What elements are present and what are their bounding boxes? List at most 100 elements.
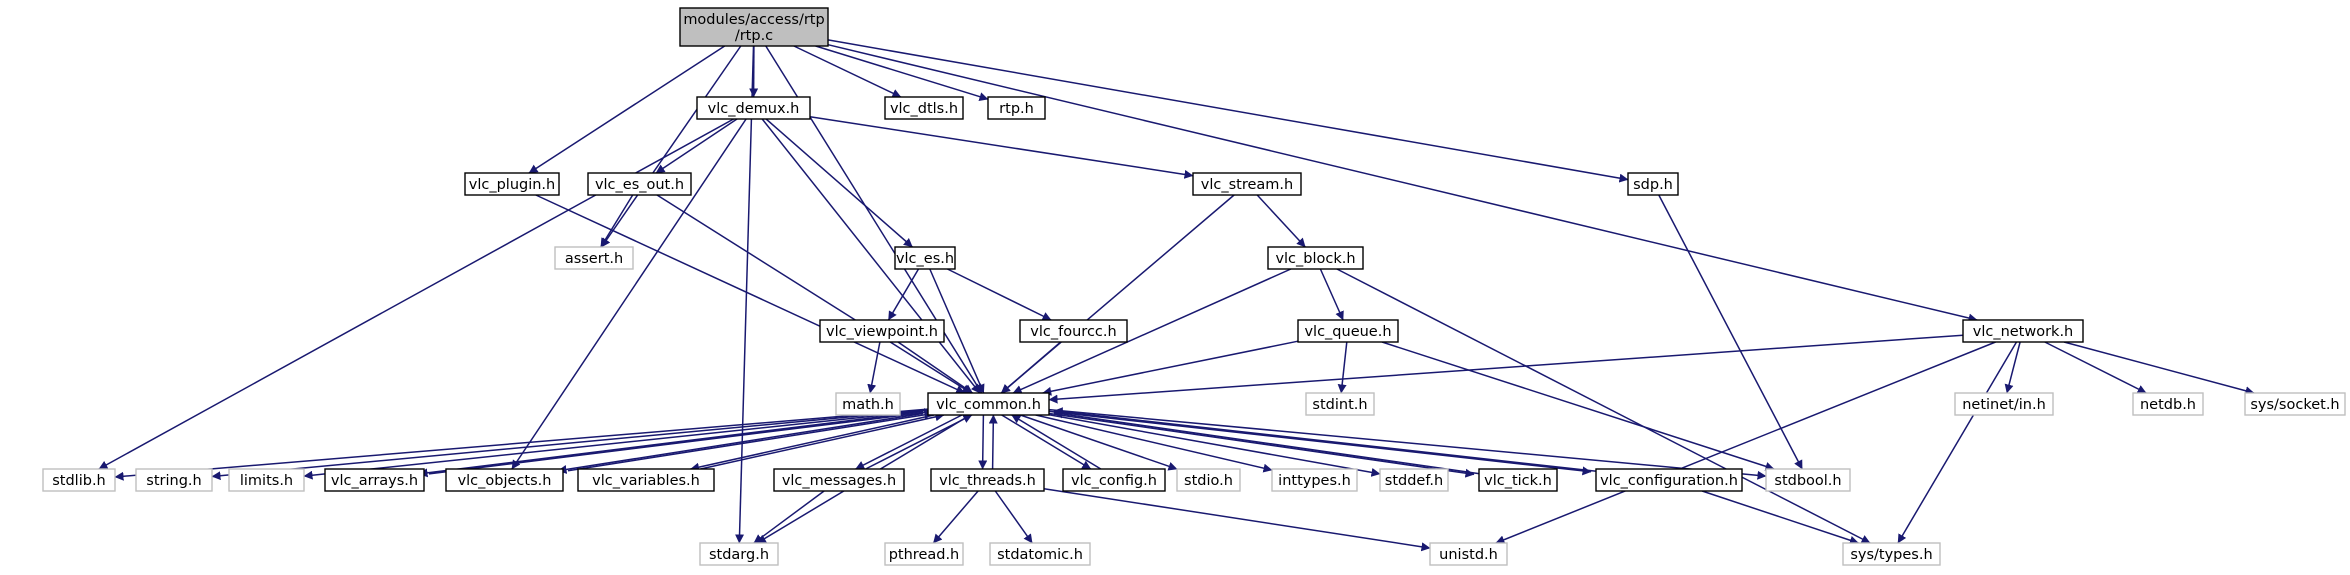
node-vlc_network[interactable]: vlc_network.h [1962, 319, 2084, 343]
node-assert: assert.h [554, 246, 634, 270]
node-vlc_configuration[interactable]: vlc_configuration.h [1595, 468, 1743, 492]
node-vlc_fourcc[interactable]: vlc_fourcc.h [1019, 319, 1128, 343]
node-vlc_config[interactable]: vlc_config.h [1062, 468, 1166, 492]
dependency-edge [557, 412, 924, 474]
node-box [699, 542, 779, 566]
edge-vlc_common-to-vlc_messages [855, 414, 963, 470]
dependency-edge [988, 414, 998, 470]
node-box [1954, 392, 2054, 416]
node-label: vlc_queue.h [1304, 324, 1391, 340]
dependency-edge [600, 45, 742, 248]
node-vlc_objects[interactable]: vlc_objects.h [445, 468, 564, 492]
dependency-edge [897, 341, 973, 394]
dependency-edge [1658, 194, 1803, 470]
node-label: stdlib.h [52, 473, 106, 489]
dependency-edge [1701, 490, 1859, 545]
edge-vlc_demux-to-vlc_objects [511, 118, 747, 470]
node-vlc_common[interactable]: vlc_common.h [927, 392, 1050, 416]
edge-vlc_threads-to-stdatomic [994, 490, 1033, 544]
dependency-edge [2004, 341, 2021, 394]
dependency-edge [1000, 341, 1062, 394]
edge-vlc_threads-to-pthread [932, 490, 979, 544]
node-vlc_block[interactable]: vlc_block.h [1267, 246, 1364, 270]
dependency-edge [1256, 194, 1306, 248]
edge-vlc_variables-to-vlc_common [700, 412, 945, 470]
node-vlc_tick[interactable]: vlc_tick.h [1478, 468, 1558, 492]
dependency-edge [765, 118, 913, 248]
edge-vlc_queue-to-stdbool [1381, 341, 1775, 471]
node-stdlib: stdlib.h [42, 468, 116, 492]
edge-vlc_common-to-stdio [1020, 414, 1178, 471]
node-vlc_es_out[interactable]: vlc_es_out.h [587, 172, 692, 196]
node-label: vlc_fourcc.h [1030, 324, 1116, 340]
node-inttypes: inttypes.h [1271, 468, 1358, 492]
dependency-edge [761, 118, 981, 394]
node-box [989, 542, 1091, 566]
node-vlc_plugin[interactable]: vlc_plugin.h [464, 172, 560, 196]
node-box [324, 468, 425, 492]
edge-vlc_demux-to-vlc_stream [809, 115, 1194, 179]
edge-vlc_es-to-vlc_fourcc [947, 268, 1052, 321]
node-vlc_viewpoint[interactable]: vlc_viewpoint.h [819, 319, 945, 343]
node-vlc_queue[interactable]: vlc_queue.h [1297, 319, 1399, 343]
dependency-edge [809, 115, 1194, 179]
node-label: stdint.h [1312, 397, 1367, 413]
node-vlc_arrays[interactable]: vlc_arrays.h [324, 468, 425, 492]
node-label: vlc_es_out.h [595, 177, 684, 193]
dependency-edge [947, 268, 1052, 321]
edge-rtp_c-to-sdp [827, 39, 1629, 183]
node-vlc_stream[interactable]: vlc_stream.h [1192, 172, 1302, 196]
edge-vlc_es-to-vlc_common [929, 268, 985, 394]
dependency-edge [600, 194, 634, 248]
edge-vlc_viewpoint-to-math [867, 341, 881, 394]
edge-vlc_common-to-stddef [1048, 414, 1381, 477]
edge-vlc_es_out-to-vlc_common [656, 194, 972, 394]
edge-vlc_configuration-to-sys_types [1701, 490, 1859, 545]
node-sdp[interactable]: sdp.h [1627, 172, 1679, 196]
node-label: stddef.h [1385, 473, 1443, 489]
dependency-edge [1495, 341, 1996, 544]
dependency-edge [887, 268, 920, 321]
node-label: modules/access/rtp [683, 12, 824, 28]
edge-vlc_queue-to-vlc_common [1042, 340, 1299, 396]
node-unistd: unistd.h [1429, 542, 1508, 566]
node-label: stdatomic.h [997, 547, 1083, 563]
edge-vlc_network-to-sys_socket [2063, 341, 2255, 396]
node-vlc_dtls[interactable]: vlc_dtls.h [884, 96, 964, 120]
node-box [2244, 392, 2346, 416]
edge-vlc_objects-to-vlc_common [567, 410, 934, 472]
dependency-edge [994, 490, 1033, 544]
node-box [587, 172, 692, 196]
node-rtp_h[interactable]: rtp.h [987, 96, 1046, 120]
node-vlc_variables[interactable]: vlc_variables.h [577, 468, 715, 492]
node-label: vlc_stream.h [1201, 177, 1293, 193]
edge-vlc_common-to-vlc_tick [1043, 411, 1475, 478]
dependency-edge [1001, 414, 1092, 470]
edge-vlc_network-to-netinet_in [2004, 341, 2021, 394]
node-vlc_threads[interactable]: vlc_threads.h [930, 468, 1045, 492]
node-stdarg: stdarg.h [699, 542, 779, 566]
node-box [679, 7, 829, 47]
edge-vlc_messages-to-stdarg [753, 490, 825, 544]
node-box [42, 468, 116, 492]
dependency-edge [1048, 408, 1767, 480]
dependency-edge [1043, 487, 1431, 552]
dependency-edge [1042, 340, 1299, 396]
node-rtp_c[interactable]: modules/access/rtp/rtp.c [679, 7, 829, 47]
node-label: vlc_variables.h [592, 473, 700, 489]
dependency-edge [700, 412, 945, 470]
node-box [1019, 319, 1128, 343]
dependency-edge [1048, 414, 1381, 477]
dependency-edge [793, 45, 902, 98]
node-label: sys/types.h [1850, 547, 1932, 563]
dependency-edge [753, 490, 825, 544]
edge-vlc_demux-to-vlc_es [765, 118, 913, 248]
dependency-edge [1336, 268, 1871, 544]
node-box [554, 246, 634, 270]
node-vlc_es[interactable]: vlc_es.h [894, 246, 956, 270]
node-vlc_messages[interactable]: vlc_messages.h [773, 468, 905, 492]
dependency-edge [2044, 341, 2147, 394]
node-vlc_demux[interactable]: vlc_demux.h [696, 96, 811, 120]
node-box [1379, 468, 1449, 492]
